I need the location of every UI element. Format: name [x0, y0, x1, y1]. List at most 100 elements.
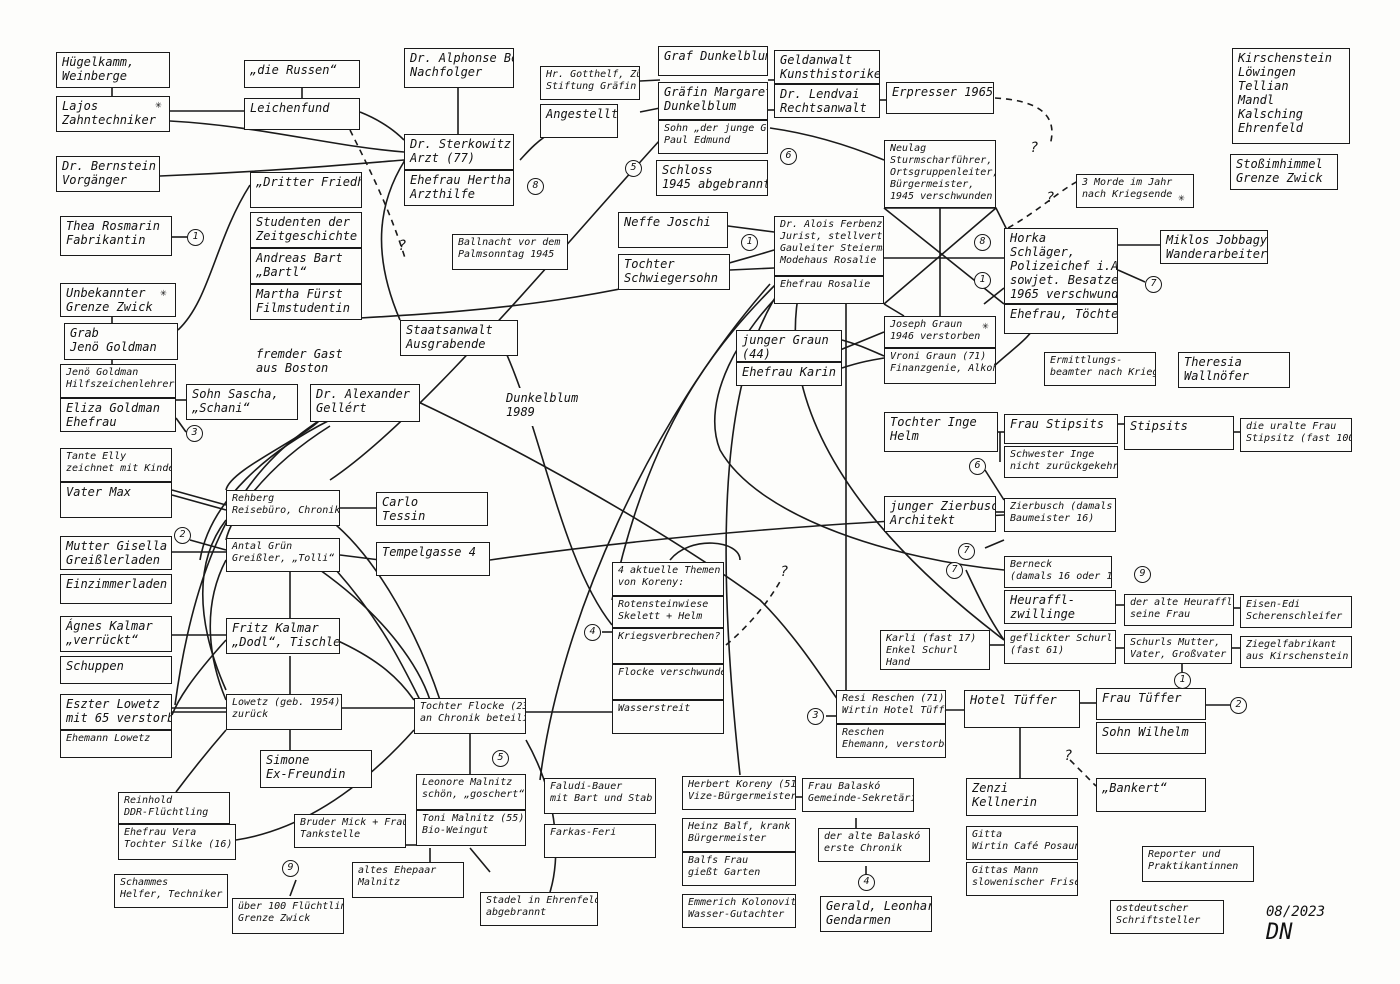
box-resi[interactable]: Resi Reschen (71)Wirtin Hotel Tüffer	[836, 690, 946, 724]
box-vatermax[interactable]: Vater Max	[60, 482, 172, 518]
box-wasser[interactable]: Wasserstreit	[612, 700, 724, 734]
box-graf[interactable]: Graf Dunkelblum	[658, 46, 768, 76]
box-tempelgasse[interactable]: Tempelgasse 4	[376, 542, 490, 576]
box-angestellte[interactable]: Angestellte	[540, 104, 618, 138]
box-ermittlungs[interactable]: Ermittlungs-beamter nach Krieg	[1044, 352, 1156, 386]
box-gotthelf[interactable]: Hr. Gotthelf, ZürichStiftung Gräfin	[540, 66, 640, 100]
box-juniorgraun[interactable]: junger Graun (44)	[736, 330, 842, 362]
box-hotel[interactable]: Hotel Tüffer	[964, 690, 1080, 728]
box-farkas[interactable]: Farkas-Feri	[544, 824, 656, 858]
box-koreny[interactable]: Herbert Koreny (51)Vize-Bürgermeister	[682, 776, 796, 810]
box-schurl[interactable]: geflickter Schurl (fast 61)	[1004, 630, 1116, 664]
box-kriegsv[interactable]: Kriegsverbrechen?	[612, 628, 724, 664]
box-dritter[interactable]: „Dritter Friedhof“	[250, 172, 362, 208]
box-andreas[interactable]: Andreas Bart„Bartl“	[250, 248, 362, 284]
box-ueber100[interactable]: über 100 FlüchtlingeGrenze Zwick	[232, 898, 344, 934]
box-karin[interactable]: Ehefrau Karin	[736, 362, 842, 386]
box-stipsits[interactable]: Frau Stipsits	[1004, 414, 1118, 444]
box-horka-e[interactable]: Ehefrau, Töchter	[1004, 304, 1118, 334]
box-lowetz[interactable]: Lowetz (geb. 1954)zurück	[226, 694, 342, 730]
box-bankert[interactable]: „Bankert“	[1096, 778, 1206, 812]
box-ehemann[interactable]: Ehemann Lowetz	[60, 730, 172, 758]
box-grafin[interactable]: Gräfin MargaretheDunkelblum	[658, 82, 768, 120]
box-sascha[interactable]: Sohn Sascha,„Schani“	[186, 384, 298, 420]
box-wilhelm[interactable]: Sohn Wilhelm	[1096, 722, 1206, 754]
box-flockev[interactable]: Flocke verschwunden	[612, 664, 724, 700]
box-erpresser[interactable]: Erpresser 1965	[886, 82, 994, 114]
box-berneck[interactable]: Berneck(damals 16 oder 17)	[1004, 556, 1112, 588]
box-sohn[interactable]: Sohn „der junge Graf“Paul Edmund	[658, 120, 768, 154]
box-bello[interactable]: Dr. Alphonse BelloNachfolger	[404, 48, 514, 88]
box-heurafflz[interactable]: Heuraffl-zwillinge	[1004, 590, 1116, 624]
box-rosalie[interactable]: Ehefrau Rosalie	[774, 276, 884, 304]
box-schuppen[interactable]: Schuppen	[60, 656, 172, 684]
box-leichenfund[interactable]: Leichenfund	[244, 98, 360, 130]
box-frautuffer[interactable]: Frau Tüffer	[1096, 688, 1206, 720]
box-flocke[interactable]: Tochter Flocke (23)an Chronik beteiligt	[414, 698, 526, 734]
box-schurl-m[interactable]: Schurls Mutter,Vater, Großvater	[1124, 634, 1232, 664]
box-agnes[interactable]: Ágnes Kalmar„verrückt“	[60, 616, 172, 652]
box-hugelkamm[interactable]: Hügelkamm,Weinberge	[56, 52, 170, 88]
